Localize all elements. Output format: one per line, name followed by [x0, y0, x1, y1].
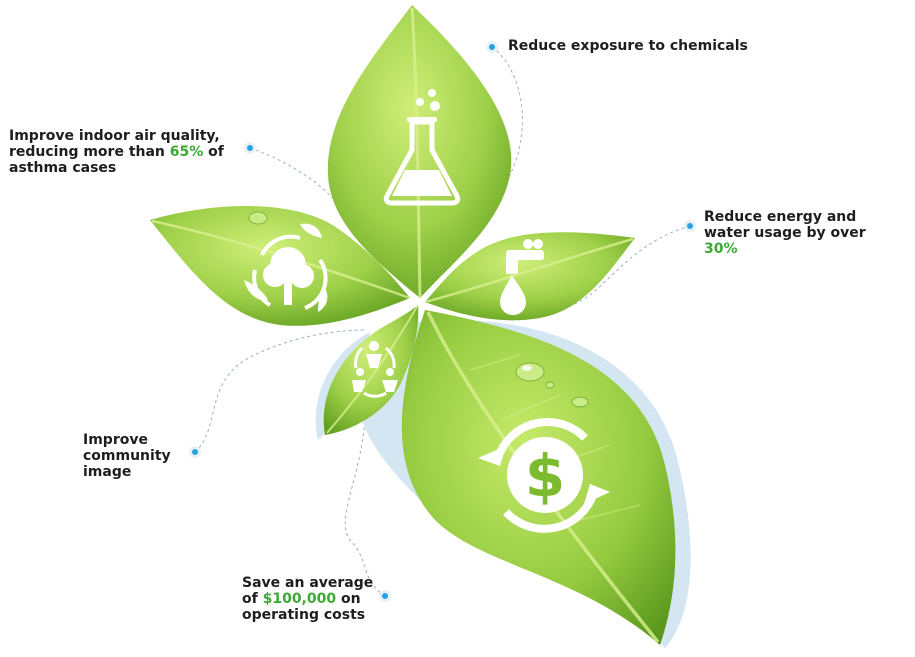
leaf-lower-left	[323, 305, 419, 435]
water-droplets	[248, 211, 589, 408]
benefit-accent-value: $100,000	[262, 591, 337, 607]
benefit-label-community: Improve community image	[83, 432, 171, 480]
marker-dots	[189, 41, 696, 602]
benefit-label-energy-water: Reduce energy and water usage by over 30…	[704, 209, 866, 257]
dollar-cycle-icon: $	[478, 418, 610, 533]
tree-recycle-icon	[244, 223, 328, 312]
benefit-accent-value: 65%	[169, 144, 204, 160]
leaf-top	[327, 5, 512, 298]
benefit-label-air-quality: Improve indoor air quality, reducing mor…	[9, 128, 224, 176]
svg-text:$: $	[525, 442, 565, 510]
benefit-label-savings: Save an average of $100,000 on operating…	[242, 575, 374, 623]
benefit-accent-value: 30%	[704, 241, 738, 257]
flask-icon	[383, 89, 461, 206]
benefit-label-chemicals: Reduce exposure to chemicals	[508, 38, 748, 54]
faucet-drop-icon	[500, 239, 544, 315]
community-icon	[352, 341, 398, 398]
